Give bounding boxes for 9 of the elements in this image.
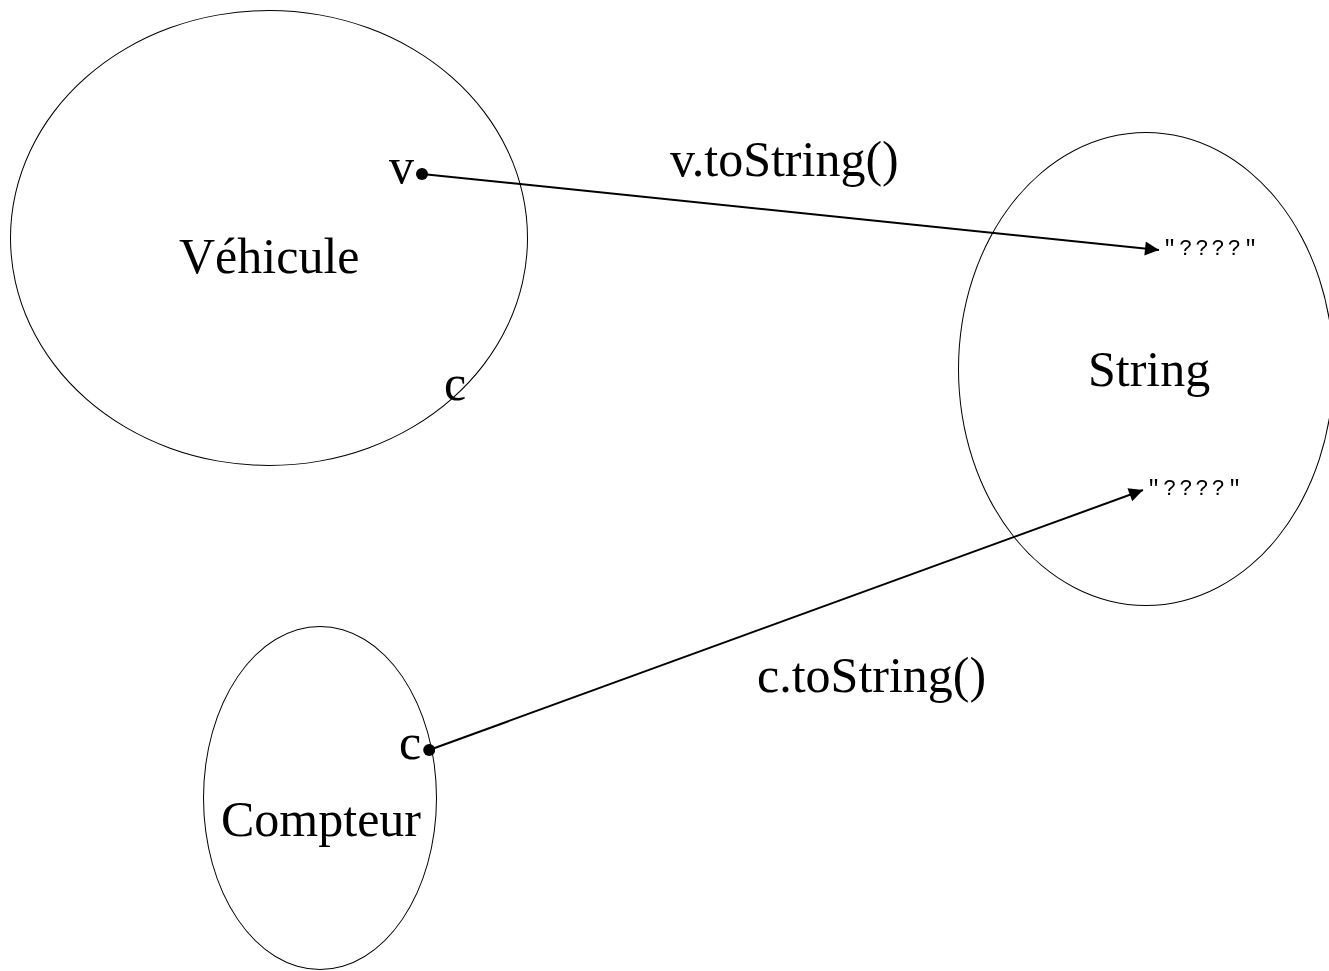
- string-literal: "????": [1147, 479, 1245, 501]
- class-name: Véhicule: [179, 231, 360, 281]
- variable-name: v: [389, 141, 414, 191]
- variable-name: c: [399, 717, 422, 767]
- string-literal: "????": [1163, 239, 1261, 261]
- arrow: [416, 168, 1160, 256]
- variable-name: c: [444, 358, 467, 408]
- arrow: [423, 488, 1144, 756]
- class-ellipse: [958, 132, 1329, 606]
